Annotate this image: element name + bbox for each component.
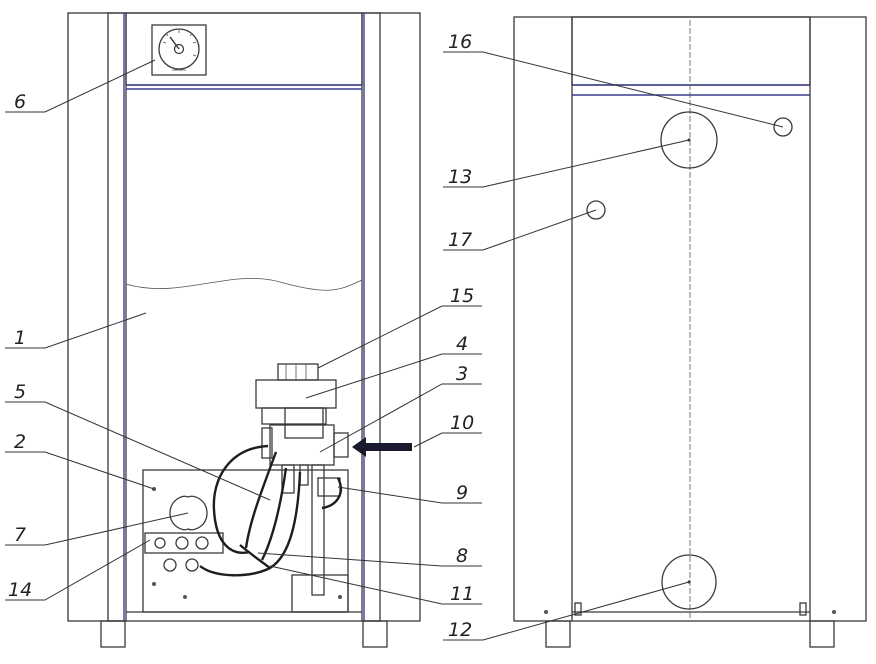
- back-foot-left: [545, 620, 571, 648]
- fitting-16: [773, 117, 793, 137]
- leader-lines: [5, 51, 784, 641]
- front-view: [67, 12, 421, 648]
- gas-pipe: [311, 464, 325, 596]
- callout-12: 12: [448, 619, 472, 641]
- break-line: [125, 278, 363, 291]
- inspection-window: [169, 495, 208, 531]
- callout-6: 6: [14, 91, 26, 113]
- callout-13: 13: [448, 166, 472, 188]
- fitting-17: [586, 200, 606, 220]
- callout-5: 5: [14, 381, 26, 403]
- callout-14: 14: [8, 579, 32, 601]
- valve-regulator: [269, 424, 335, 466]
- callout-8: 8: [456, 545, 468, 567]
- callout-10: 10: [450, 412, 474, 434]
- back-foot-right: [809, 620, 835, 648]
- valve-body: [255, 379, 337, 409]
- front-right-column: [361, 12, 381, 622]
- gas-valve-assembly: [255, 363, 349, 596]
- callout-1: 1: [14, 327, 26, 349]
- connector-block: [144, 532, 224, 554]
- front-casing: [67, 12, 421, 622]
- back-view: [513, 16, 867, 648]
- callout-labels: 6 1 5 2 7 14 15 4 3 10 9 8 11 16 13 17 1…: [8, 31, 474, 641]
- callout-4: 4: [456, 333, 468, 355]
- callout-16: 16: [448, 31, 472, 53]
- callout-17: 17: [448, 229, 472, 251]
- gas-inlet-arrow: [352, 437, 412, 457]
- callout-9: 9: [456, 482, 468, 504]
- thermometer-gauge: [151, 24, 207, 76]
- valve-top-block: [277, 363, 319, 381]
- front-top-panel: [125, 12, 363, 86]
- callout-15: 15: [450, 285, 474, 307]
- lower-opening: [661, 554, 717, 610]
- burner-compartment: [142, 469, 349, 613]
- back-top-panel: [571, 16, 811, 86]
- callout-11: 11: [450, 583, 474, 605]
- flue-opening: [660, 111, 718, 169]
- front-foot-right: [362, 620, 388, 648]
- callout-7: 7: [14, 524, 26, 546]
- front-foot-left: [100, 620, 126, 648]
- callout-2: 2: [14, 431, 26, 453]
- callout-3: 3: [456, 363, 468, 385]
